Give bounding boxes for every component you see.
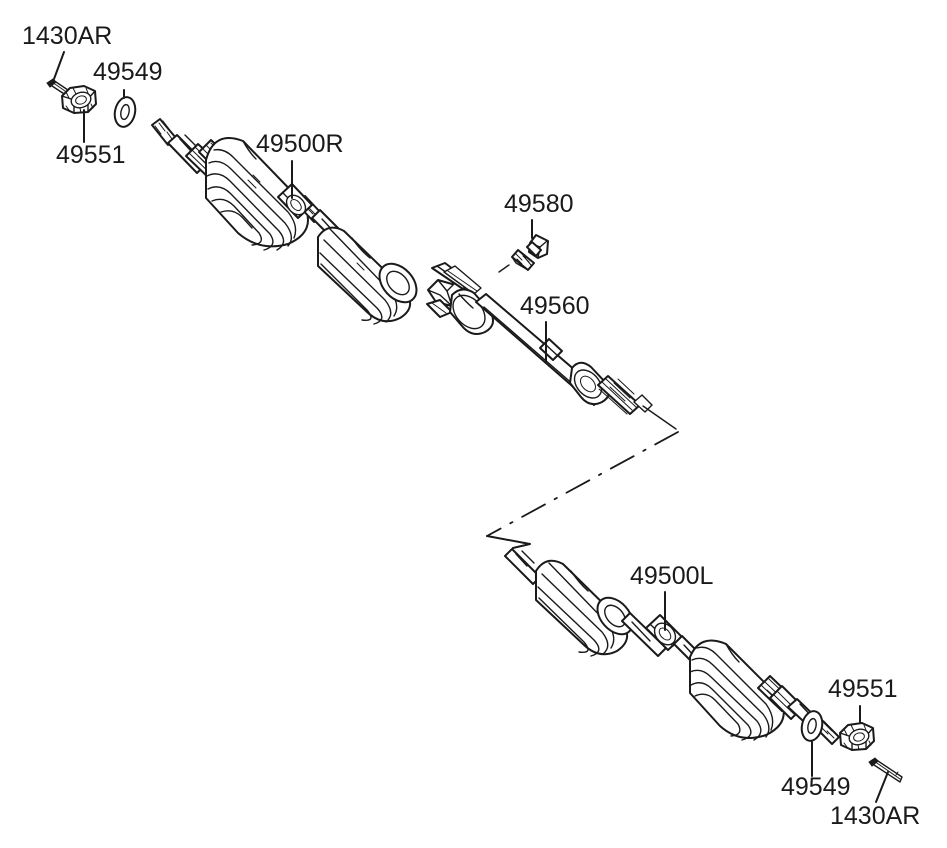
part-label-49549-bottom: 49549	[781, 773, 851, 801]
part-label-49549-top: 49549	[93, 58, 163, 86]
bolt-alignment-dash	[498, 264, 510, 273]
break-line-dash-dot	[486, 431, 679, 537]
leader-1430ar-bottom	[875, 771, 889, 803]
part-washer-bottom	[800, 710, 824, 742]
part-intermediate-shaft	[426, 262, 677, 430]
part-castle-nut-bottom	[839, 722, 875, 751]
leader-1430ar-top	[53, 51, 65, 80]
part-label-1430ar-bottom: 1430AR	[830, 802, 920, 830]
part-drive-shaft-right	[151, 118, 418, 325]
part-label-49551-bottom: 49551	[828, 675, 898, 703]
part-label-49551-top: 49551	[56, 141, 126, 169]
part-label-49500l: 49500L	[630, 562, 714, 590]
part-split-pin-bottom	[868, 757, 903, 783]
part-washer-top	[113, 96, 137, 128]
part-castle-nut-top	[61, 85, 97, 114]
part-label-49500r: 49500R	[256, 130, 344, 158]
part-label-49560: 49560	[520, 292, 590, 320]
part-label-1430ar-top: 1430AR	[22, 22, 112, 50]
part-flange-bolt	[511, 234, 549, 271]
part-label-49580: 49580	[504, 190, 574, 218]
